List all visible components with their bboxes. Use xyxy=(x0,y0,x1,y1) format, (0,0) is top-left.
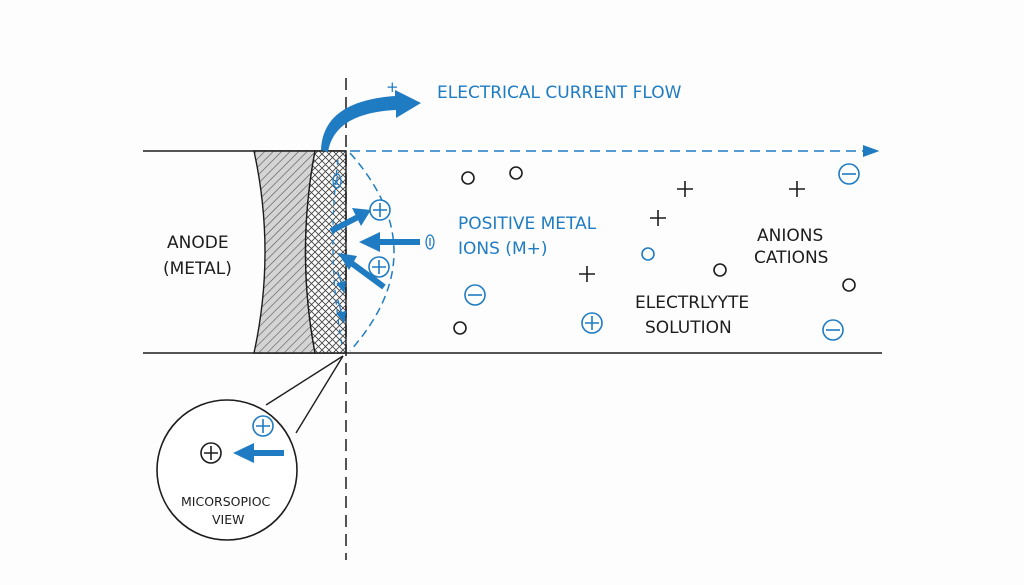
ion-arrow-upper-icon xyxy=(329,214,360,234)
solution-label-line1: ELECTRLYYTE xyxy=(635,293,749,313)
double-layer-arc xyxy=(349,152,395,352)
anode-label-line2: (METAL) xyxy=(163,259,232,279)
positive-ion-icon xyxy=(368,256,390,278)
plus-sign-icon xyxy=(650,210,666,226)
cations-label: CATIONS xyxy=(754,248,828,268)
anions-label: ANIONS xyxy=(757,226,823,246)
neutral-particle-icon xyxy=(842,278,856,292)
small-arrow-icon xyxy=(336,271,346,294)
ion-arrow-lower-icon xyxy=(348,259,386,290)
interface-minus-icon xyxy=(425,234,435,250)
current-flow-label: ELECTRICAL CURRENT FLOW xyxy=(437,83,682,103)
ions-label-line2: IONS (M+) xyxy=(458,239,547,259)
micro-label-line1: MICORSOPIOC xyxy=(181,494,271,509)
interface-minus-icon xyxy=(332,173,342,189)
ions-label-line1: POSITIVE METAL xyxy=(458,214,597,234)
neutral-particle-icon xyxy=(713,263,727,277)
blue-particle-icon xyxy=(641,247,655,261)
negative-ion-icon xyxy=(838,163,860,185)
positive-ion-black-icon xyxy=(200,442,222,464)
current-plus-sign: + xyxy=(386,78,399,96)
plus-sign-icon xyxy=(579,266,595,282)
small-arrow-icon xyxy=(336,299,347,324)
positive-ion-icon xyxy=(252,415,274,437)
ion-arrow-lower-head xyxy=(338,253,357,270)
ion-arrow-upper-head xyxy=(352,208,371,226)
plus-sign-icon xyxy=(677,181,693,197)
anode-label-line1: ANODE xyxy=(167,233,229,253)
neutral-particle-icon xyxy=(453,321,467,335)
interface-crosshatch-layer xyxy=(304,150,347,354)
negative-ion-icon xyxy=(822,319,844,341)
positive-ion-icon xyxy=(369,199,391,221)
neutral-particle-icon xyxy=(509,166,523,180)
plus-sign-icon xyxy=(789,181,805,197)
current-flow-arrow-icon xyxy=(321,90,421,152)
negative-ion-icon xyxy=(464,284,486,306)
callout-line xyxy=(265,355,344,406)
ion-arrow-horizontal-head xyxy=(359,232,380,252)
neutral-particle-icon xyxy=(461,171,475,185)
micro-label-line2: VIEW xyxy=(212,512,245,527)
micro-arrow-head xyxy=(233,443,254,463)
positive-ion-icon xyxy=(581,312,603,334)
solution-label-line2: SOLUTION xyxy=(645,318,732,338)
callout-line xyxy=(295,355,344,434)
